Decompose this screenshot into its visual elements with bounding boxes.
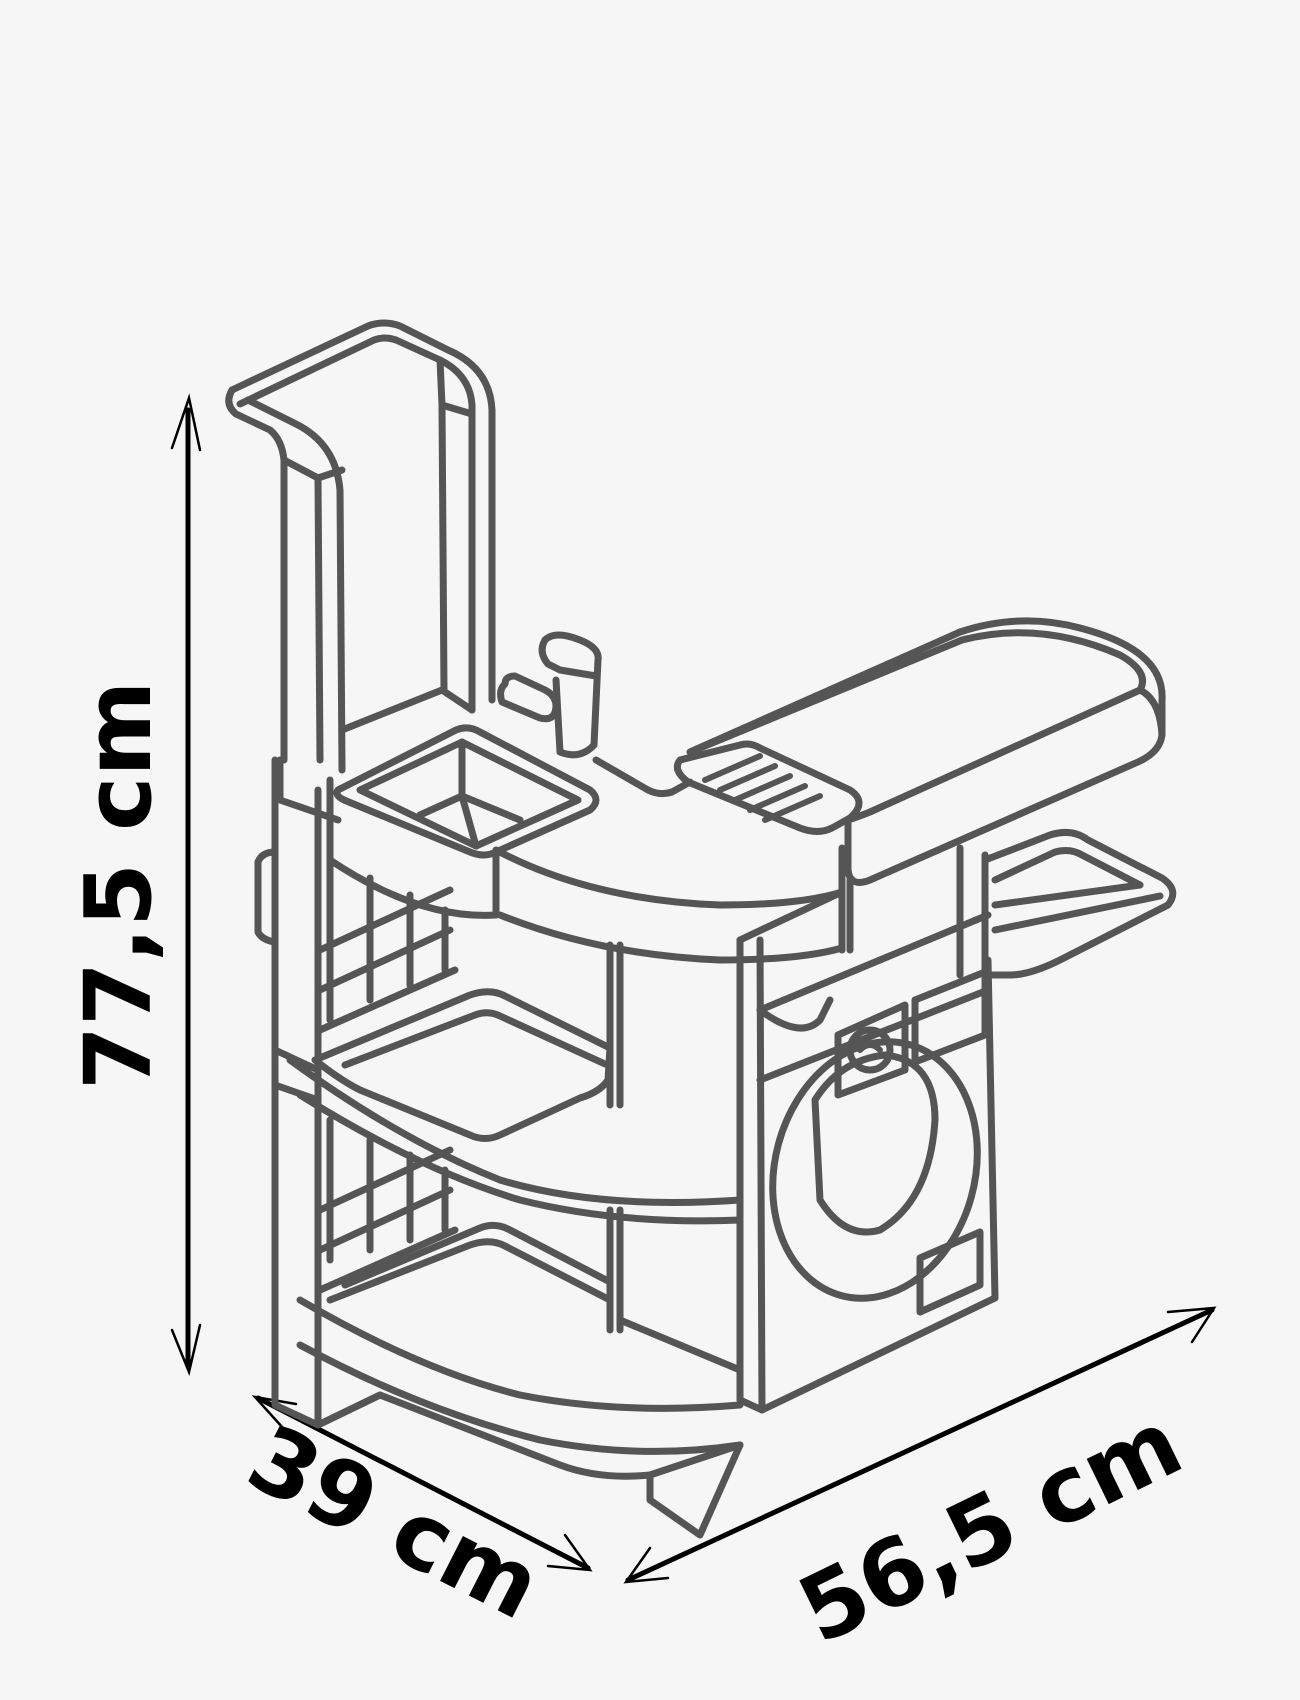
side-grid-panel	[254, 756, 459, 1429]
upper-shelf	[286, 941, 744, 1225]
height-dimension-arrow	[170, 393, 202, 1377]
soap-dish	[673, 740, 863, 835]
back-panel-frame	[225, 319, 496, 774]
machine-control-knob	[846, 1026, 894, 1074]
ironing-board	[686, 617, 1166, 954]
faucet	[497, 631, 602, 759]
machine-control-panel	[834, 968, 989, 1099]
base	[314, 1391, 744, 1539]
sink-basin	[333, 724, 600, 859]
width-label: 56,5 cm	[783, 1389, 1198, 1665]
depth-label: 39 cm	[232, 1404, 557, 1640]
width-dimension-arrow	[623, 1306, 1217, 1584]
height-label: 77,5 cm	[65, 681, 172, 1090]
lower-shelf	[296, 1206, 744, 1455]
knob-indicator	[857, 1042, 883, 1053]
side-rack	[956, 828, 1177, 979]
washing-machine	[736, 888, 999, 1414]
